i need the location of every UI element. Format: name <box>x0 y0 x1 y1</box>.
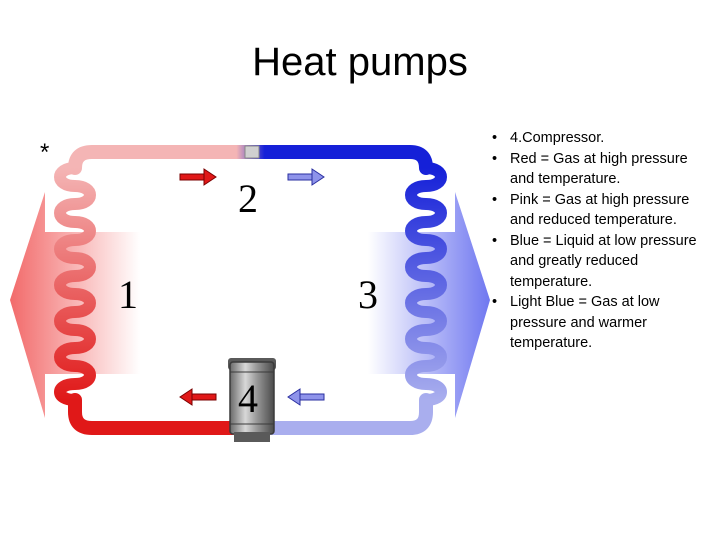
bullet-compressor: 4.Compressor. <box>488 128 703 149</box>
coil-left <box>54 162 96 406</box>
label-2: 2 <box>238 176 258 221</box>
asterisk-mark: * <box>40 139 49 166</box>
label-4: 4 <box>238 376 258 421</box>
heat-flow-arrow-left <box>10 192 140 418</box>
expansion-valve <box>244 145 260 159</box>
flow-arrow-blue-top <box>287 168 325 186</box>
flow-arrow-red-bottom <box>179 388 217 406</box>
legend-bullets: 4.Compressor. Red = Gas at high pressure… <box>488 128 703 354</box>
slide-title: Heat pumps <box>252 40 468 84</box>
label-1: 1 <box>118 272 138 317</box>
coil-right <box>405 162 447 406</box>
flow-arrows <box>179 168 325 406</box>
bullet-light-blue: Light Blue = Gas at low pressure and war… <box>488 292 703 354</box>
flow-arrow-red-top <box>179 168 217 186</box>
bullet-red: Red = Gas at high pressure and temperatu… <box>488 149 703 190</box>
pipe-bottom-left <box>68 393 239 435</box>
label-3: 3 <box>358 272 378 317</box>
bullet-blue: Blue = Liquid at low pressure and greatl… <box>488 231 703 293</box>
compressor <box>228 358 276 442</box>
bullet-pink: Pink = Gas at high pressure and reduced … <box>488 190 703 231</box>
pipe-bottom-right <box>265 393 433 435</box>
refrigerant-loop <box>54 145 447 435</box>
heat-flow-arrow-right <box>368 192 490 418</box>
flow-arrow-blue-bottom <box>287 388 325 406</box>
